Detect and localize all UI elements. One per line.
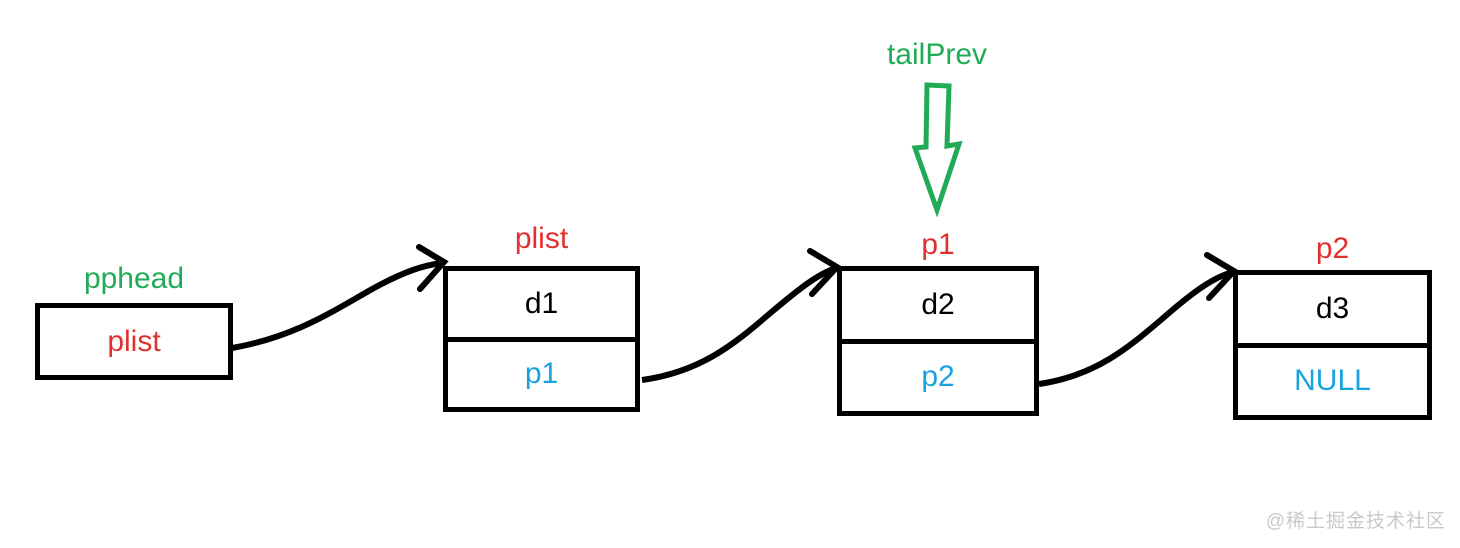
node3-box: d3 NULL: [1233, 270, 1432, 420]
node2-label: p1: [921, 228, 955, 261]
node3-label: p2: [1315, 232, 1350, 265]
tailprev-down-arrow-icon: [911, 82, 963, 218]
node1-data-cell: d1: [524, 286, 559, 320]
node3-next-cell: NULL: [1238, 342, 1427, 416]
pointer-arrow-pphead-to-plist: [231, 244, 449, 351]
tailprev-label: tailPrev: [886, 38, 988, 71]
watermark: @稀土掘金技术社区: [1265, 511, 1446, 532]
node1-box: d1 p1: [443, 266, 640, 412]
pphead-box: plist: [35, 303, 233, 380]
pointer-arrow-plist-to-p1: [641, 248, 842, 383]
pphead-value: plist: [107, 324, 161, 358]
node2-data-cell: d2: [921, 287, 955, 321]
node2-next-cell: p2: [842, 338, 1034, 412]
node1-next-cell: p1: [448, 336, 635, 408]
node1-label: plist: [514, 222, 569, 255]
node2-box: d2 p2: [837, 266, 1039, 416]
pointer-arrow-p1-to-p2: [1038, 252, 1239, 387]
node3-data-cell: d3: [1315, 291, 1350, 325]
pphead-label: pphead: [83, 262, 185, 295]
